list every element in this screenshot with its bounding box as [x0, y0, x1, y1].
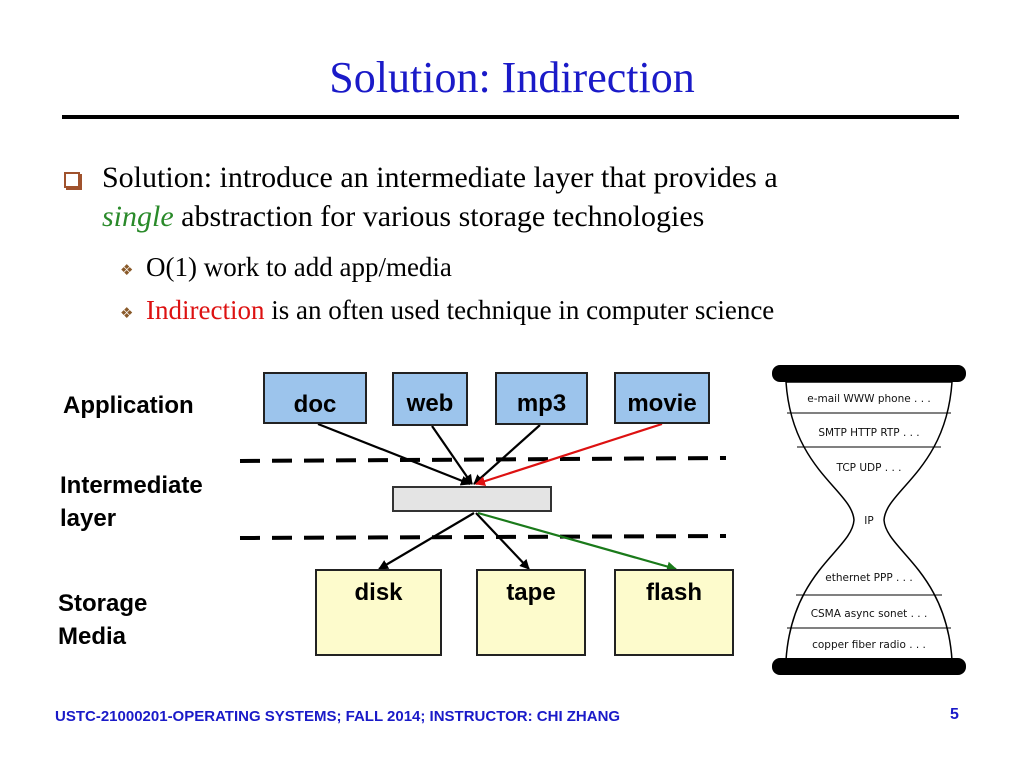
square-bullet-icon [64, 172, 80, 188]
bullet-sub-2: Indirection is an often used technique i… [146, 294, 774, 326]
bullet-main: Solution: introduce an intermediate laye… [102, 158, 982, 236]
internet-hourglass-figure: e-mail WWW phone . . . SMTP HTTP RTP . .… [772, 365, 966, 675]
app-box-mp3: mp3 [495, 372, 588, 425]
page-number: 5 [950, 706, 959, 723]
arrow-doc-to-layer [317, 422, 471, 486]
hourglass-row-physical: copper fiber radio . . . [812, 639, 926, 651]
bullet-sub-2-emphasis: Indirection [146, 295, 265, 325]
footer-course-info: USTC-21000201-OPERATING SYSTEMS; FALL 20… [55, 708, 621, 725]
hourglass-row-transport: TCP UDP . . . [836, 462, 902, 474]
arrow-layer-to-disk [378, 512, 475, 570]
diamond-bullet-icon: ❖ [120, 304, 134, 322]
bullet-main-emphasis: single [102, 200, 174, 233]
dashed-separator-upper [239, 456, 727, 463]
hourglass-row-mac: CSMA async sonet . . . [811, 608, 928, 620]
bullet-main-text-2: abstraction for various storage technolo… [181, 200, 705, 233]
arrow-layer-to-tape [475, 512, 530, 570]
layer-label-intermediate-line2: layer [60, 505, 117, 532]
arrow-mp3-to-layer [473, 424, 541, 485]
layer-label-intermediate-line1: Intermediate [60, 472, 203, 499]
hourglass-row-app-protocols: SMTP HTTP RTP . . . [818, 427, 919, 439]
hourglass-row-applications: e-mail WWW phone . . . [807, 393, 930, 405]
bullet-main-text-1: Solution: introduce an intermediate laye… [102, 161, 778, 194]
arrow-web-to-layer [431, 425, 473, 485]
layer-label-storage: Storage Media [58, 587, 147, 653]
bullet-sub-1: O(1) work to add app/media [146, 252, 452, 282]
media-box-tape: tape [476, 569, 586, 656]
title-underline [62, 115, 959, 119]
layer-label-storage-line1: Storage [58, 590, 148, 617]
app-box-movie: movie [614, 372, 710, 424]
layer-label-storage-line2: Media [58, 623, 127, 650]
layer-label-application: Application [63, 392, 194, 419]
hourglass-row-ip: IP [864, 515, 873, 527]
app-box-web: web [392, 372, 468, 426]
hourglass-top-bar [772, 365, 966, 382]
layer-label-intermediate: Intermediate layer [60, 469, 203, 535]
media-box-disk: disk [315, 569, 442, 656]
app-box-doc: doc [263, 372, 367, 424]
diamond-bullet-icon: ❖ [120, 261, 134, 279]
dashed-separator-lower [239, 534, 727, 540]
intermediate-layer-box [392, 486, 552, 512]
hourglass-row-link: ethernet PPP . . . [825, 572, 912, 584]
hourglass-bottom-bar [772, 658, 966, 675]
bullet-sub-2-text: is an often used technique in computer s… [271, 295, 775, 325]
media-box-flash: flash [614, 569, 734, 656]
arrow-layer-to-flash [477, 511, 677, 572]
arrow-movie-to-layer [475, 422, 663, 486]
slide-title: Solution: Indirection [329, 53, 695, 102]
